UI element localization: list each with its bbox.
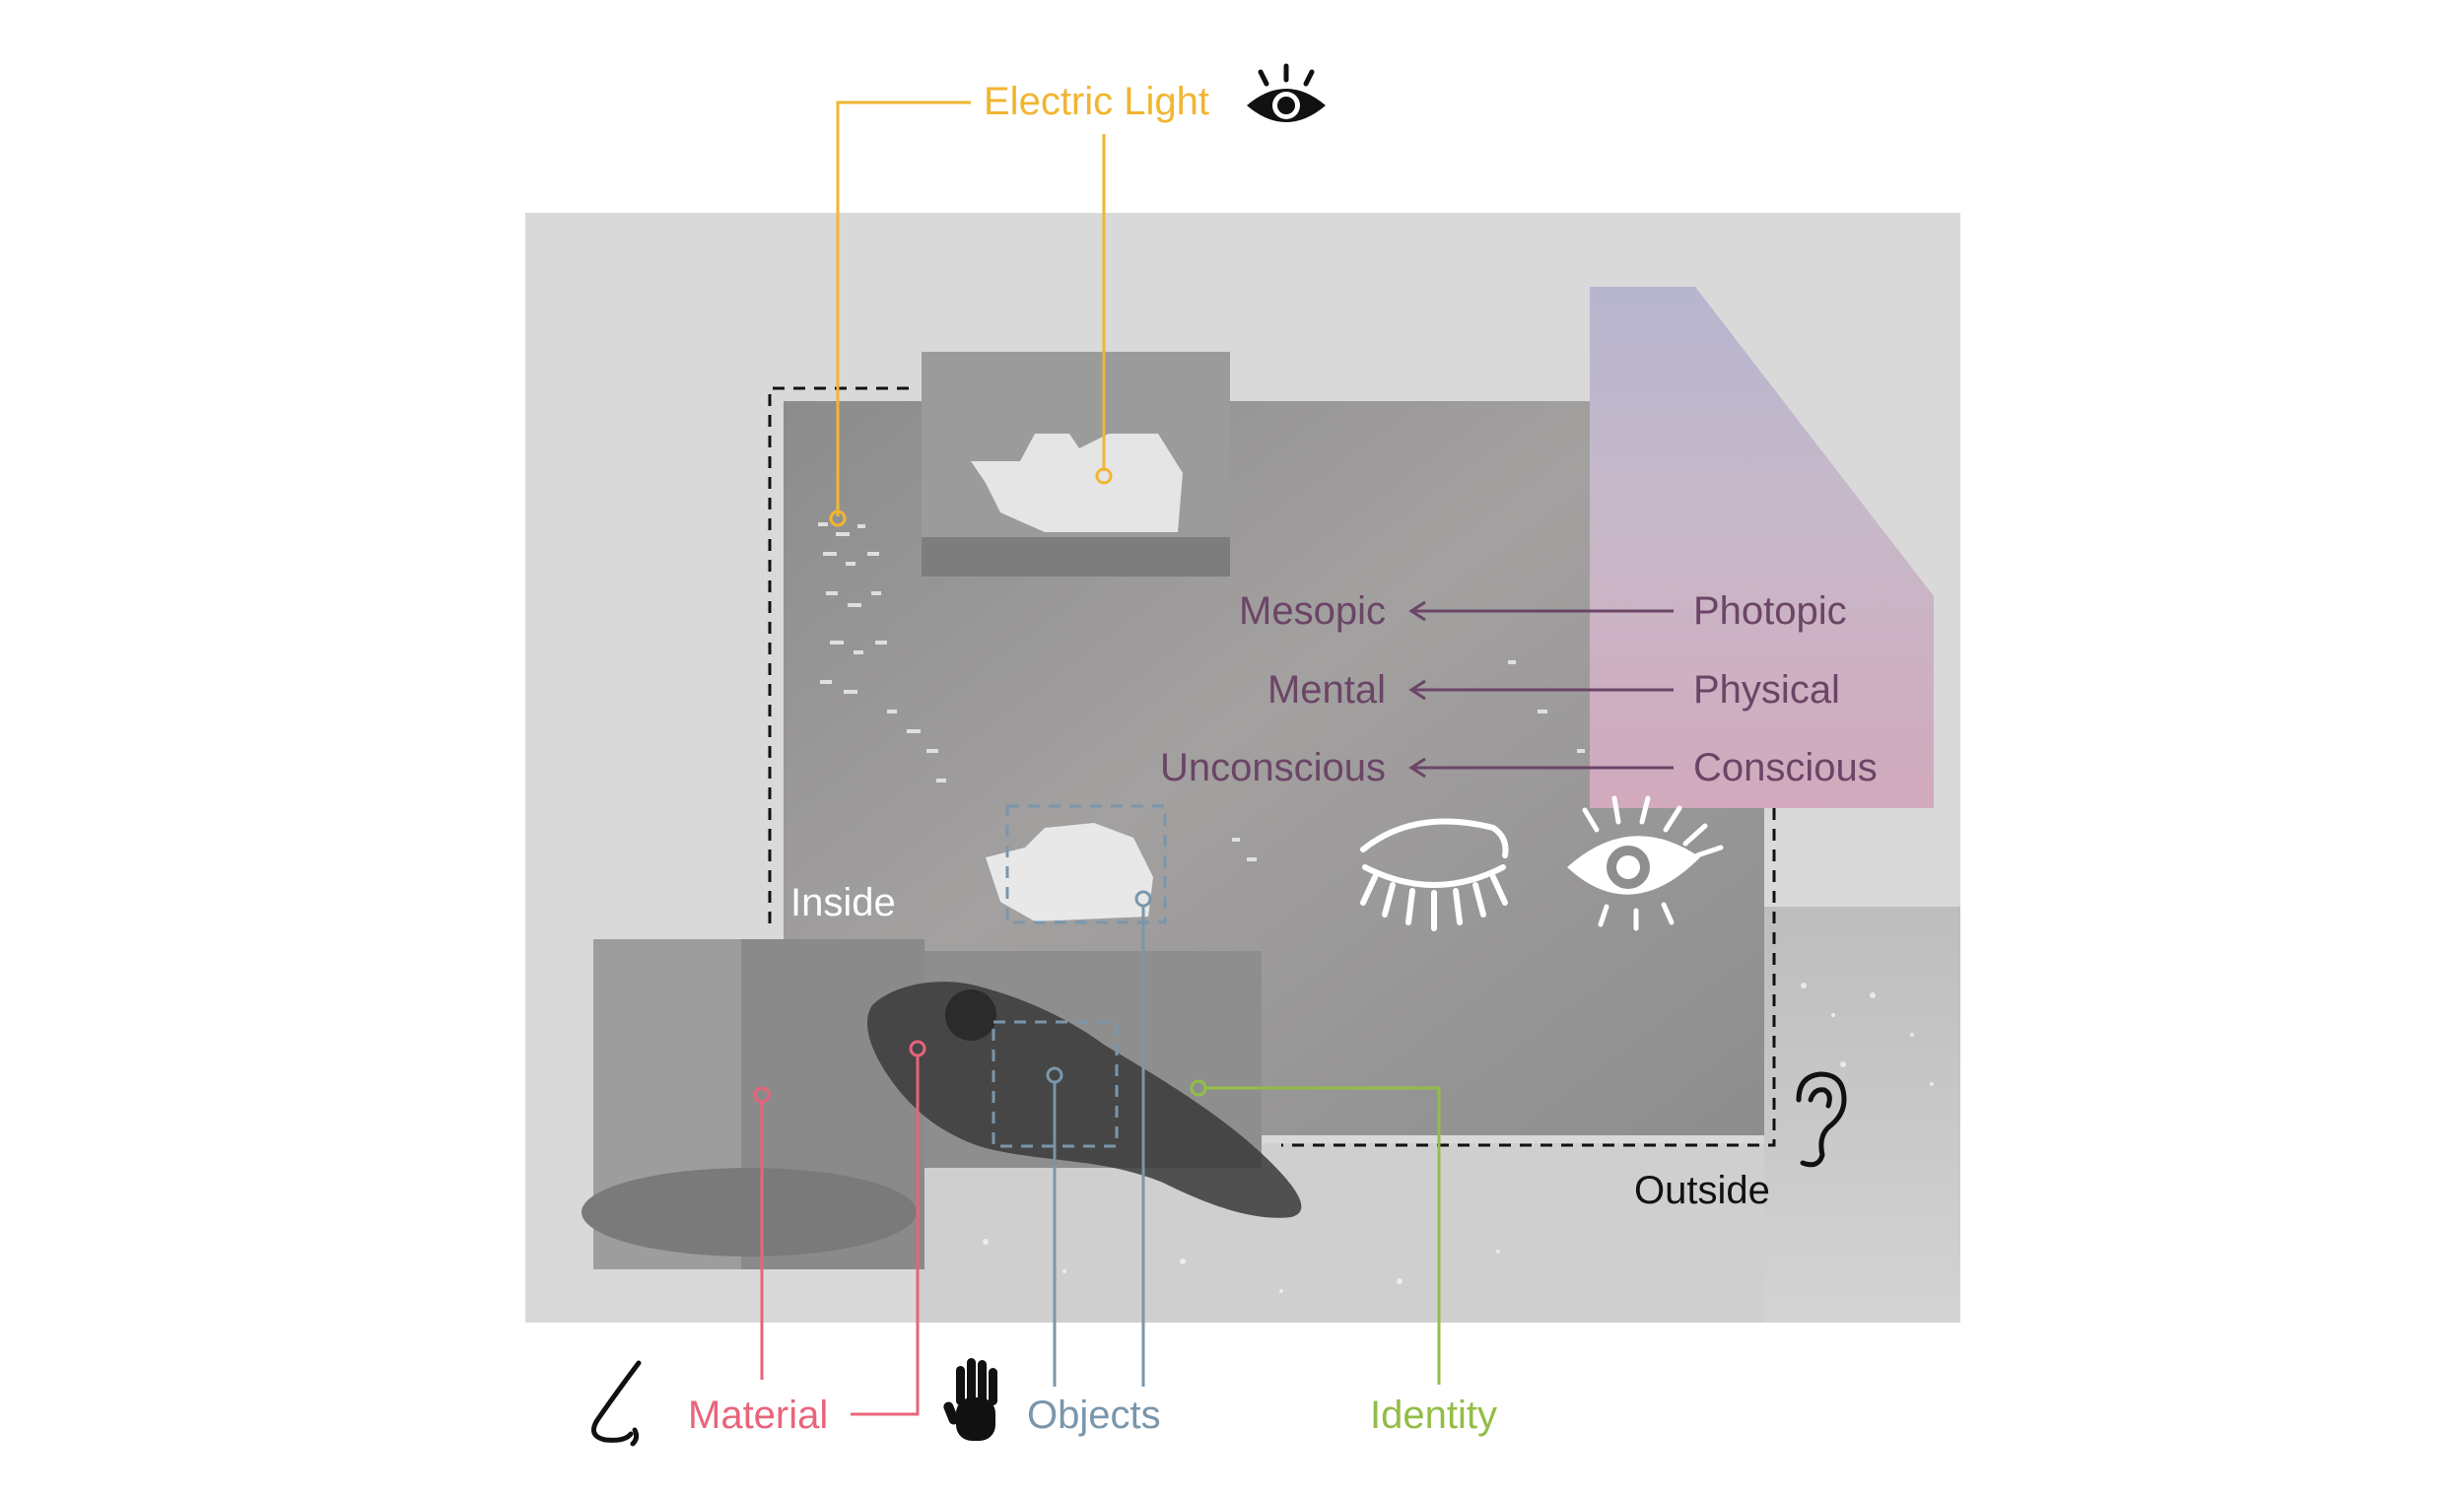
- material-label: Material: [688, 1394, 828, 1437]
- top-photo-bright-shape: [971, 434, 1183, 532]
- material-marker-b: [909, 1040, 926, 1057]
- mesopic-label: Mesopic: [1239, 589, 1386, 633]
- electric-light-label: Electric Light: [984, 80, 1209, 123]
- ear-icon: [1796, 1071, 1847, 1168]
- objects-box-upper: [1005, 804, 1167, 924]
- outside-label: Outside: [1634, 1169, 1770, 1212]
- photopic-label: Photopic: [1693, 589, 1847, 633]
- objects-label: Objects: [1027, 1394, 1161, 1437]
- identity-leader: [1204, 1086, 1441, 1385]
- inside-boundary-dashed: [768, 386, 909, 926]
- pink-wall-panel: [1590, 287, 1934, 808]
- city-lights: [983, 983, 1934, 1293]
- closed-eye-icon: [1360, 818, 1509, 931]
- nose-icon: [590, 1360, 642, 1447]
- top-photo-floor: [922, 537, 1230, 577]
- electric-light-marker-left: [829, 510, 847, 527]
- window-lights: [818, 522, 1585, 861]
- material-leader-b: [851, 1054, 920, 1416]
- open-eye-icon: [1567, 795, 1724, 931]
- objects-marker-a: [1046, 1066, 1063, 1084]
- woman-head: [945, 989, 996, 1041]
- physical-label: Physical: [1693, 668, 1840, 712]
- conscious-label: Conscious: [1693, 746, 1878, 789]
- unconscious-label: Unconscious: [1160, 746, 1386, 789]
- woman-figure: [867, 982, 1302, 1218]
- eye-icon: [1247, 63, 1326, 122]
- identity-label: Identity: [1370, 1394, 1497, 1437]
- objects-marker-b: [1134, 890, 1152, 908]
- outside-boundary-dashed: [1281, 808, 1776, 1147]
- city-texture-right: [1764, 907, 1960, 1323]
- lower-left-photo-bed: [582, 1168, 917, 1257]
- electric-light-leader-left: [836, 101, 971, 516]
- hand-icon: [943, 1358, 997, 1441]
- middle-bright-shape: [986, 823, 1153, 921]
- material-marker-a: [753, 1086, 771, 1104]
- city-texture-bottom: [917, 1143, 1764, 1323]
- perception-arrows: [1408, 600, 1674, 779]
- identity-marker: [1190, 1079, 1207, 1097]
- mental-label: Mental: [1267, 668, 1386, 712]
- electric-light-marker-right: [1095, 467, 1113, 485]
- inside-label: Inside: [790, 881, 896, 924]
